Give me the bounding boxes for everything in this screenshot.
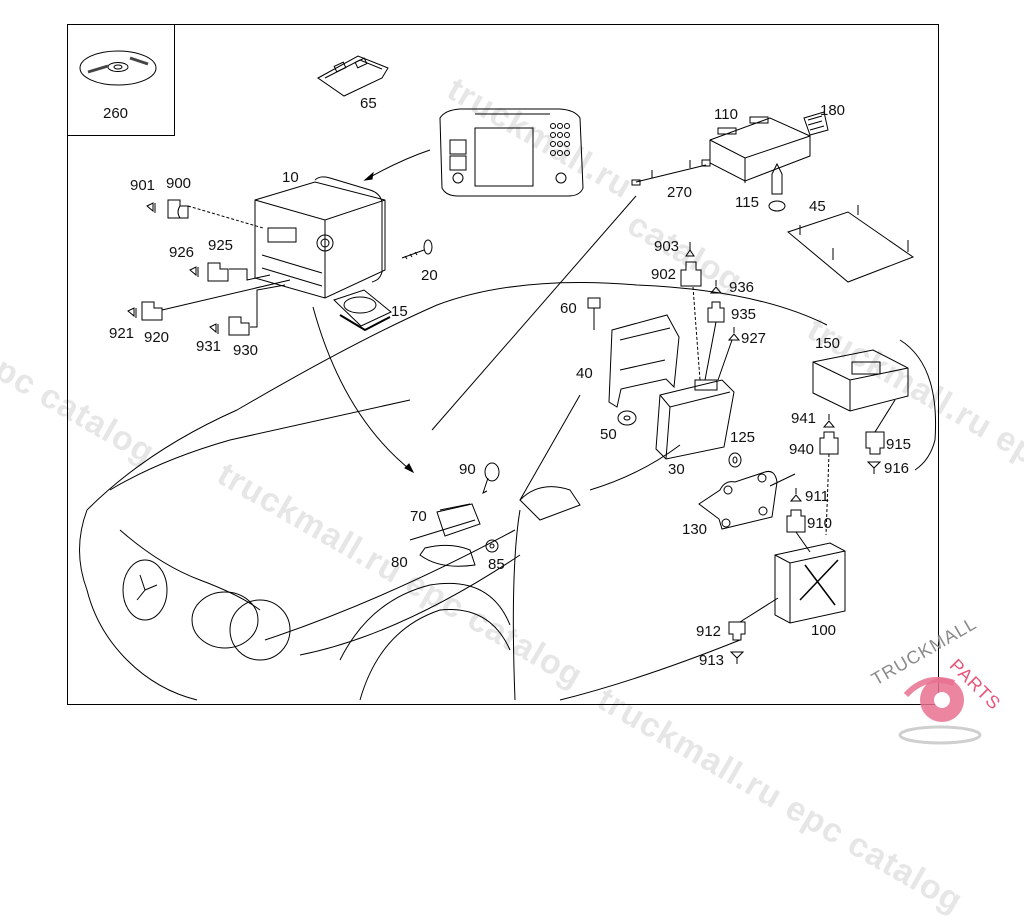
parts-diagram: epc catalog truckmall.ru epc catalog tru… — [0, 0, 1024, 750]
gear-logo-icon — [0, 0, 1024, 750]
